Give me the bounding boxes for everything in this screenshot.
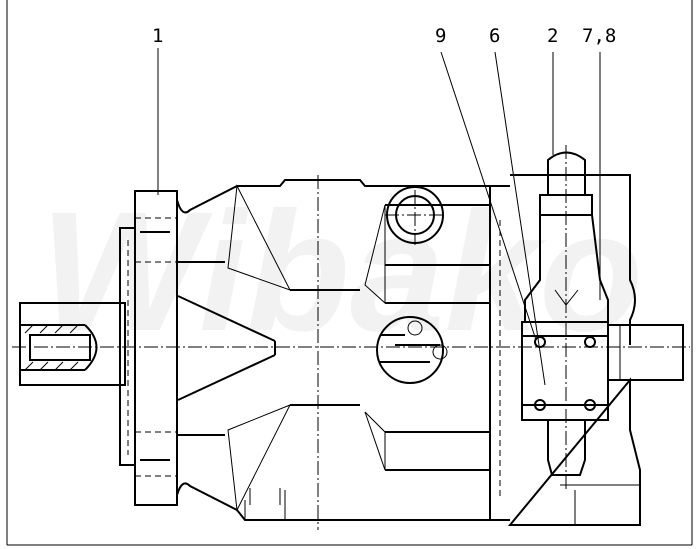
callout-label-1: 1 <box>152 25 163 47</box>
callout-label-7-8: 7,8 <box>582 25 616 47</box>
control-block <box>499 174 641 526</box>
swivel-angle-indicator <box>376 316 448 384</box>
leader-lines <box>157 48 601 386</box>
drive-shaft <box>19 302 126 386</box>
callout-label-9: 9 <box>435 25 446 47</box>
drawing-frame <box>6 0 693 546</box>
watermark-logo: Wibako <box>40 177 643 367</box>
callout-label-6: 6 <box>489 25 500 47</box>
pressure-port <box>386 186 444 244</box>
mounting-flange <box>119 190 178 506</box>
output-shaft-coupling <box>607 324 684 381</box>
pump-housing <box>176 179 510 521</box>
callout-label-2: 2 <box>547 25 558 47</box>
pressure-cut-off-valve <box>521 151 609 476</box>
